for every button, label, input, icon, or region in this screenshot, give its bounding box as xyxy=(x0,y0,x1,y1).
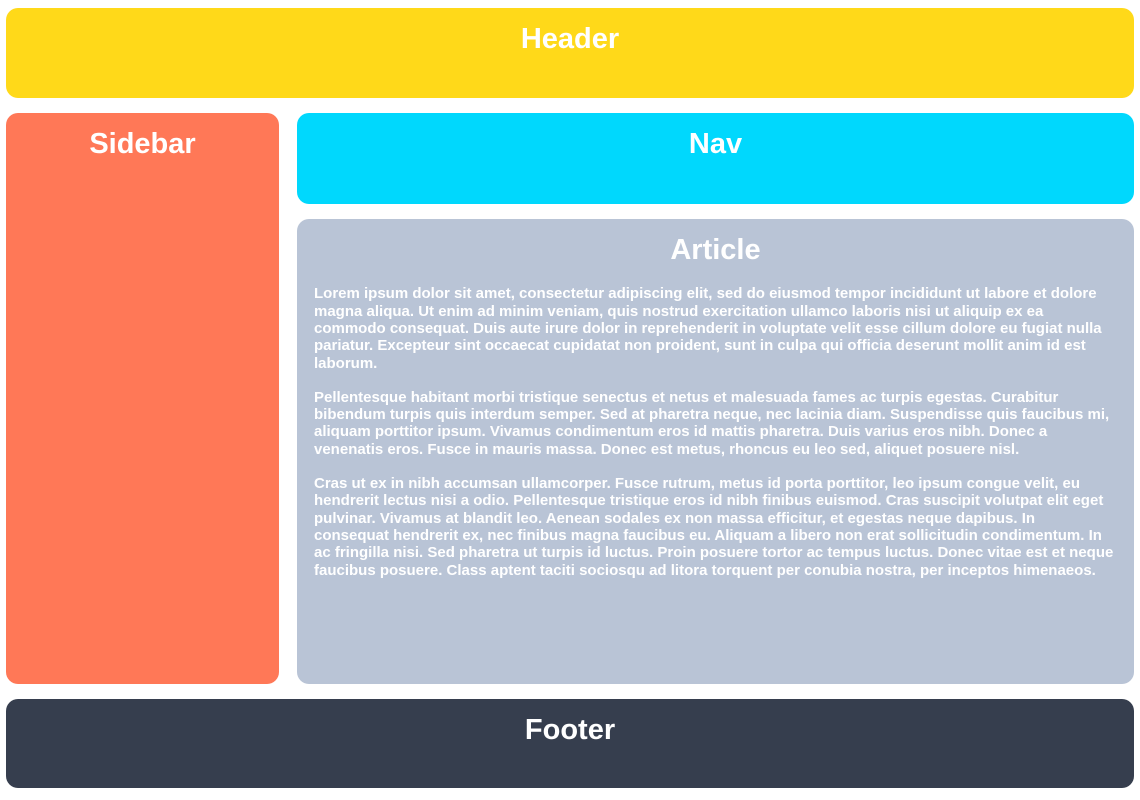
article-paragraph: Pellentesque habitant morbi tristique se… xyxy=(314,388,1110,458)
header-section: Header xyxy=(6,8,1134,98)
sidebar-title: Sidebar xyxy=(89,128,196,160)
article-paragraph: Cras ut ex in nibh accumsan ullamcorper.… xyxy=(314,475,1114,579)
nav-title: Nav xyxy=(688,128,743,160)
footer-section: Footer xyxy=(6,699,1134,788)
header-title: Header xyxy=(520,23,620,55)
footer-title: Footer xyxy=(524,714,616,746)
article-section: Article Lorem ipsum dolor sit amet, cons… xyxy=(297,219,1134,684)
nav-section: Nav xyxy=(297,113,1134,204)
article-paragraph: Lorem ipsum dolor sit amet, consectetur … xyxy=(314,285,1102,372)
article-title: Article xyxy=(670,234,761,266)
sidebar-section: Sidebar xyxy=(6,113,279,684)
article-body: Lorem ipsum dolor sit amet, consectetur … xyxy=(297,285,1134,578)
layout-grid: Header Sidebar Nav Article Lorem ipsum d… xyxy=(6,8,1134,788)
